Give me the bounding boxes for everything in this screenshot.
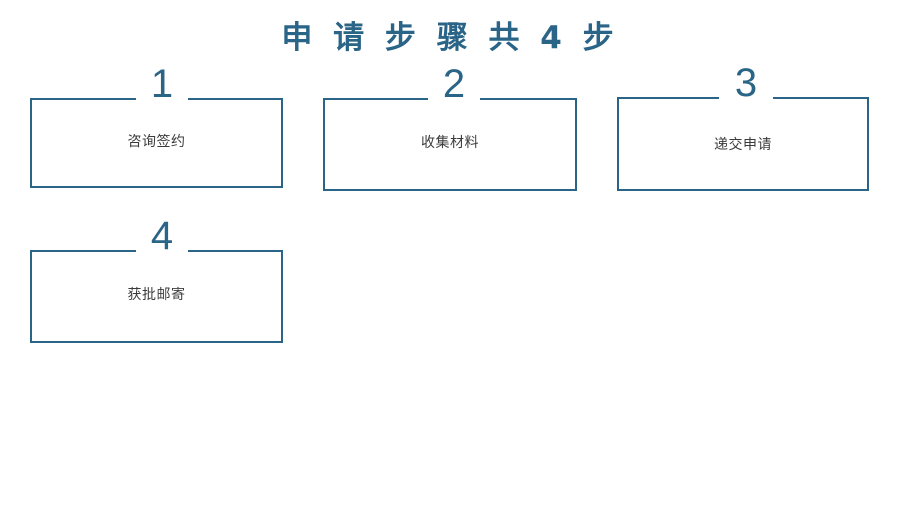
step-number-3: 3 (734, 61, 758, 105)
step-number-1: 1 (150, 62, 174, 106)
step-number-notch (719, 93, 773, 101)
step-card-3[interactable]: 3 递交申请 (617, 61, 869, 191)
step-label-1: 咨询签约 (127, 134, 186, 150)
step-label-2: 收集材料 (421, 135, 479, 151)
step-number-notch (136, 94, 188, 102)
step-card-4[interactable]: 4 获批邮寄 (30, 214, 283, 343)
step-card-1[interactable]: 1 咨询签约 (30, 62, 283, 188)
step-label-3: 递交申请 (714, 137, 772, 153)
step-number-notch (428, 94, 480, 102)
step-card-2[interactable]: 2 收集材料 (323, 62, 577, 191)
page-title: 申 请 步 骤 共 4 步 (281, 20, 619, 56)
step-label-4: 获批邮寄 (127, 287, 186, 303)
step-number-notch (136, 246, 188, 254)
step-number-2: 2 (442, 62, 466, 106)
step-number-4: 4 (150, 214, 174, 258)
